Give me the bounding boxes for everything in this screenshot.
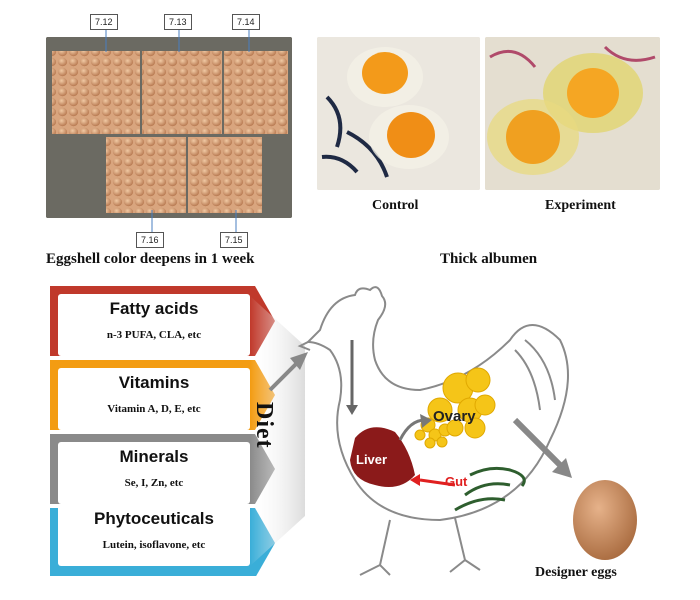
diet-label: Diet [251, 402, 277, 449]
control-label: Control [372, 198, 419, 213]
card-title: Fatty acids [109, 299, 199, 318]
date-label: 7.16 [136, 232, 164, 248]
card-title: Phytoceuticals [94, 509, 214, 528]
experiment-egg-photo [485, 37, 660, 190]
ovary-shape [414, 367, 496, 449]
albumen-caption: Thick albumen [440, 251, 538, 267]
ovary-label: Ovary [433, 408, 476, 425]
hen-diagram [268, 286, 637, 576]
card-title: Minerals [119, 447, 189, 466]
date-label: 7.13 [164, 14, 192, 30]
card-subtitle: Se, I, Zn, etc [124, 477, 184, 489]
egg-trays-image [46, 37, 292, 218]
egg-trays-photo [46, 37, 292, 218]
card-subtitle: Lutein, isoflavone, etc [102, 539, 206, 551]
hen-outline [297, 286, 569, 576]
designer-egg [573, 480, 637, 560]
card-subtitle: n-3 PUFA, CLA, etc [106, 329, 202, 341]
date-connectors [105, 28, 250, 232]
gut-shape [454, 466, 526, 512]
diet-to-hen-arrow [268, 358, 302, 392]
experiment-label: Experiment [545, 198, 616, 213]
diet-card-minerals: Minerals Se, I, Zn, etc [58, 442, 250, 504]
liver-label: Liver [356, 452, 388, 467]
date-label: 7.14 [232, 14, 260, 30]
control-egg-photo [317, 37, 480, 190]
diet-card-fatty-acids: Fatty acids n-3 PUFA, CLA, etc [58, 294, 250, 356]
diet-card-phytoceuticals: Phytoceuticals Lutein, isoflavone, etc [58, 504, 250, 566]
liver-shape [350, 427, 415, 488]
date-label: 7.15 [220, 232, 248, 248]
gut-label: Gut [445, 474, 468, 489]
card-title: Vitamins [118, 373, 190, 392]
designer-eggs-caption: Designer eggs [535, 565, 617, 580]
date-label: 7.12 [90, 14, 118, 30]
card-subtitle: Vitamin A, D, E, etc [107, 403, 201, 415]
diet-card-vitamins: Vitamins Vitamin A, D, E, etc [58, 368, 250, 430]
eggshell-caption: Eggshell color deepens in 1 week [46, 251, 255, 267]
control-egg-image [317, 37, 480, 190]
experiment-egg-image [485, 37, 660, 190]
